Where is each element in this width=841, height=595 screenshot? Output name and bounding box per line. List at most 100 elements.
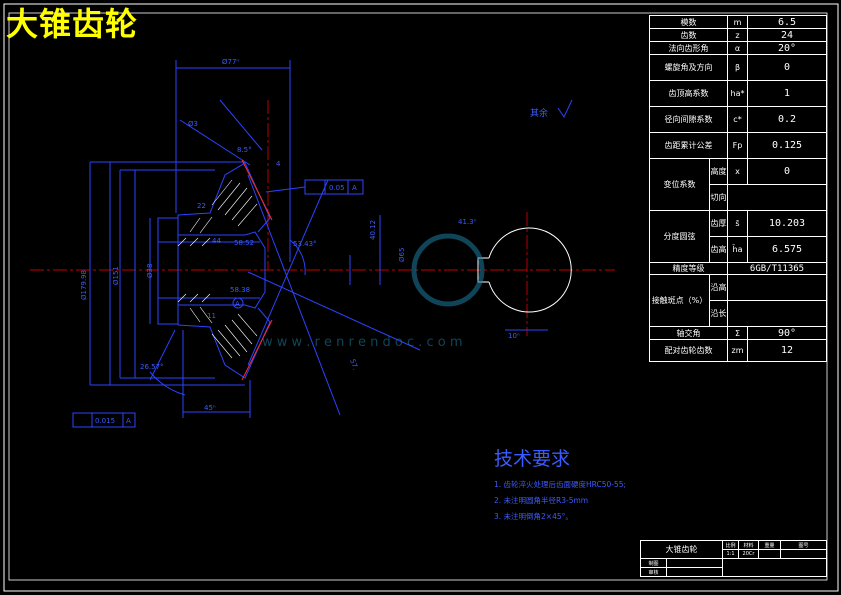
- contact-value-height: [727, 274, 827, 301]
- section-hatching: [177, 179, 258, 359]
- param-value: 0.2: [747, 106, 827, 133]
- param-value: 20°: [747, 41, 827, 55]
- parameter-table: 模数 m 6.5 齿数 z 24 法向齿形角 α 20° 螺旋角及方向 β 0 …: [649, 15, 827, 362]
- tol-runout2-datum: A: [126, 417, 131, 425]
- hub-end-view: [477, 227, 572, 331]
- centerlines: [30, 100, 615, 336]
- param-name: 螺旋角及方向: [649, 54, 728, 81]
- watermark-url: w w w . r e n r e n d o c . c o m: [262, 335, 463, 350]
- dim-key-width: 10ⁿ: [508, 332, 520, 340]
- dim-left-outer: Ø179.98: [80, 270, 88, 300]
- chord-value-thickness: 10.203: [747, 210, 827, 237]
- tb-head-material: 材料: [738, 540, 759, 550]
- contact-value-length: [727, 300, 827, 327]
- mating-name: 配对齿轮齿数: [649, 339, 728, 362]
- tb-drawing-no: [779, 549, 828, 559]
- title-block-row-review: 审核: [640, 567, 827, 577]
- datum-a: A: [235, 300, 240, 308]
- chord-row-height: 齿高 h̄a 6.575: [650, 236, 827, 263]
- dim-hub: Ø65: [398, 248, 406, 262]
- param-value: 0: [747, 54, 827, 81]
- chord-sub-thickness: 齿厚: [709, 210, 728, 237]
- tol-runout1-datum: A: [352, 184, 357, 192]
- accuracy-name: 精度等级: [649, 262, 728, 275]
- param-value: 1: [747, 80, 827, 107]
- dim-key-depth: 41.3ⁿ: [458, 218, 477, 226]
- dim-26-57: 26.57°: [140, 363, 164, 371]
- accuracy-row: 精度等级 6GB/T11365: [649, 262, 827, 275]
- dim-bore: Ø38: [146, 264, 154, 278]
- dim-53-43: 53.43°: [293, 240, 317, 248]
- title-block-header: 大锥齿轮 比例 材料 重量 图号: [640, 540, 828, 559]
- contact-name: 接触斑点（%）: [649, 274, 710, 327]
- shift-sub-height: 高度: [709, 158, 728, 185]
- accuracy-value: 6GB/T11365: [727, 262, 827, 275]
- chord-symbol-thickness: s̄: [727, 210, 748, 237]
- shift-tangent-value: [727, 184, 827, 211]
- technical-requirements: 技术要求 1. 齿轮淬火处理后齿面硬度HRC50-55; 2. 未注明圆角半径R…: [494, 444, 626, 527]
- tb-drafter: [666, 558, 723, 568]
- tech-req-title: 技术要求: [494, 448, 571, 470]
- param-value: 6.5: [747, 15, 827, 29]
- param-row: 螺旋角及方向 β 0: [649, 54, 827, 81]
- dim-slant: 8.5°: [237, 146, 252, 154]
- mating-value: 12: [747, 339, 827, 362]
- param-row: 模数 m 6.5: [649, 15, 827, 29]
- drawing-title: 大锥齿轮: [6, 5, 139, 43]
- dim-left-inner: Ø151: [112, 266, 120, 285]
- part-name: 大锥齿轮: [640, 540, 723, 559]
- shift-row-height: 变位系数 高度 x 0: [649, 158, 827, 211]
- roughness-note: 其余: [530, 107, 548, 119]
- dim-angle-top: Ø3: [188, 120, 198, 128]
- contact-row-length: 沿长: [650, 300, 827, 327]
- dim-40-12: 40.12: [369, 220, 377, 240]
- param-name: 法向齿形角: [649, 41, 728, 55]
- param-row: 法向齿形角 α 20°: [649, 41, 827, 55]
- contact-sub-length: 沿长: [709, 300, 728, 327]
- watermark-ring: [411, 233, 485, 307]
- mating-row: 配对齿轮齿数 zm 12: [649, 339, 827, 362]
- title-block: 大锥齿轮 比例 材料 重量 图号 1:1 20Cr 制图 审核: [640, 540, 828, 577]
- tb-reviewer-label: 审核: [640, 567, 667, 577]
- gear-section-outline: [72, 60, 573, 428]
- shaft-angle-value: 90°: [747, 326, 827, 340]
- shift-symbol: x: [727, 158, 748, 185]
- contact-sub-height: 沿高: [709, 274, 728, 301]
- tech-req-item: 3. 未注明倒角2×45°。: [494, 512, 573, 521]
- param-symbol: ha*: [727, 80, 748, 107]
- drawing-border: [3, 3, 839, 592]
- tol-runout2: 0.015: [95, 417, 115, 425]
- dim-small-r: 4: [276, 160, 281, 168]
- shift-sub-tangent: 切向: [709, 184, 728, 211]
- chord-sub-height: 齿高: [709, 236, 728, 263]
- tech-req-item: 1. 齿轮淬火处理后齿面硬度HRC50-55;: [494, 480, 627, 489]
- dim-44: 44: [212, 237, 221, 245]
- param-row: 齿顶高系数 ha* 1: [649, 80, 827, 107]
- dim-45: 45ⁿ: [204, 404, 216, 412]
- inner-frame: [8, 12, 828, 581]
- param-symbol: c*: [727, 106, 748, 133]
- param-name: 模数: [649, 15, 728, 29]
- tooth-flank-lines: [241, 159, 273, 381]
- chord-name: 分度圆弦: [649, 210, 710, 263]
- chord-symbol-height: h̄a: [727, 236, 748, 263]
- tb-material: 20Cr: [738, 549, 759, 559]
- shaft-angle-name: 轴交角: [649, 326, 728, 340]
- param-symbol: β: [727, 54, 748, 81]
- param-name: 齿数: [649, 28, 728, 42]
- param-symbol: Fp: [727, 132, 748, 159]
- chord-row-thickness: 分度圆弦 齿厚 s̄ 10.203: [649, 210, 827, 263]
- tb-head-weight: 重量: [758, 540, 781, 550]
- tb-head-scale: 比例: [722, 540, 739, 550]
- tb-drafter-label: 制图: [640, 558, 667, 568]
- contact-row-height: 接触斑点（%） 沿高: [649, 274, 827, 327]
- param-value: 24: [747, 28, 827, 42]
- shaft-angle-symbol: Σ: [727, 326, 748, 340]
- shift-name: 变位系数: [649, 158, 710, 211]
- param-name: 径向间隙系数: [649, 106, 728, 133]
- param-row: 径向间隙系数 c* 0.2: [649, 106, 827, 133]
- dim-top: Ø77ⁿ: [222, 58, 239, 66]
- param-symbol: z: [727, 28, 748, 42]
- param-name: 齿顶高系数: [649, 80, 728, 107]
